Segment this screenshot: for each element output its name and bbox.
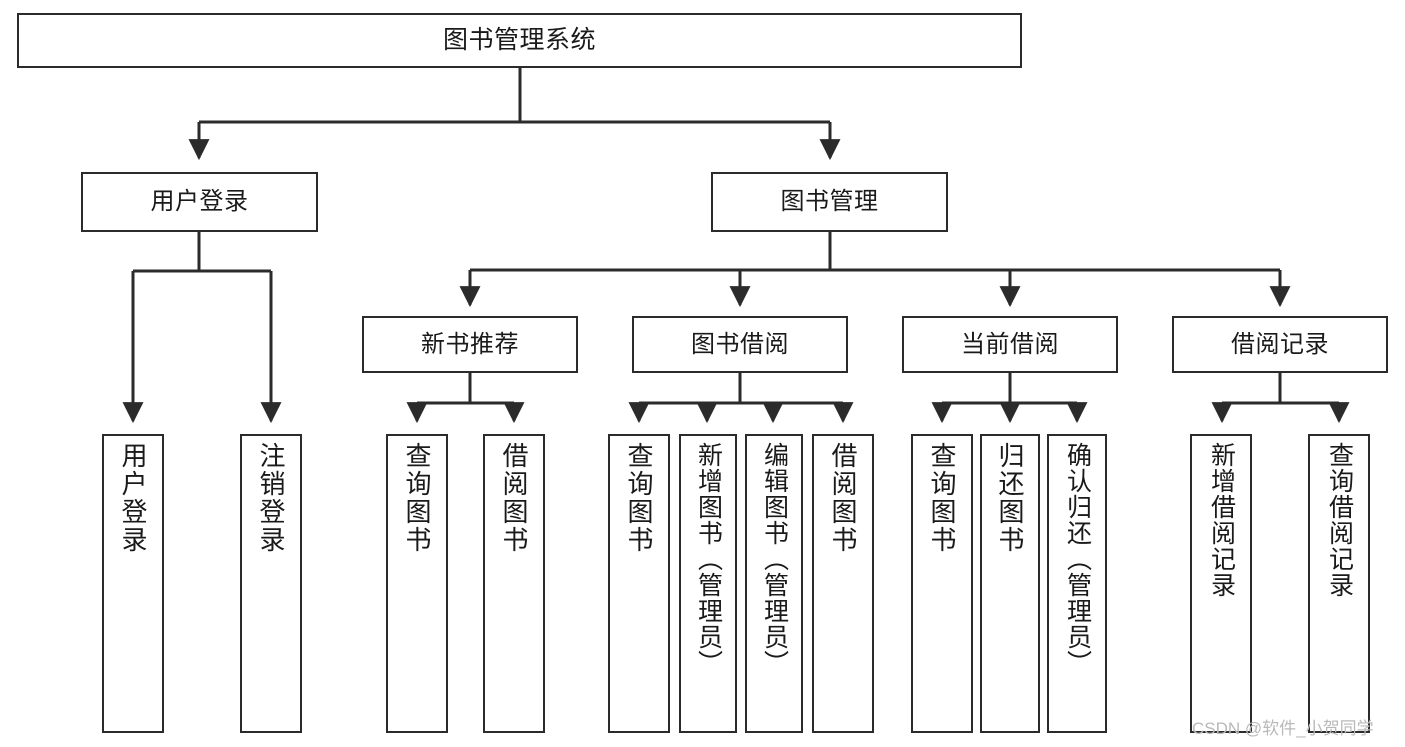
- node-label: 借阅记录: [1231, 330, 1329, 358]
- leaf-new-books-query[interactable]: 查询图书: [386, 434, 448, 733]
- leaf-borrow-borrow-book[interactable]: 借阅图书: [812, 434, 874, 733]
- node-book-management[interactable]: 图书管理: [711, 172, 948, 232]
- node-label: 借阅图书: [499, 442, 529, 554]
- node-current-borrowing[interactable]: 当前借阅: [902, 316, 1118, 373]
- leaf-new-books-borrow[interactable]: 借阅图书: [483, 434, 545, 733]
- node-label: 查询图书: [927, 442, 957, 554]
- node-label: 用户登录: [118, 442, 148, 554]
- node-label: 查询图书: [402, 442, 432, 554]
- leaf-records-query-record[interactable]: 查询借阅记录: [1308, 434, 1370, 733]
- node-label: 新增借阅记录: [1207, 442, 1236, 598]
- leaf-user-login-logout[interactable]: 注销登录: [240, 434, 302, 733]
- leaf-borrow-edit-book-admin[interactable]: 编辑图书（管理员）: [745, 434, 803, 733]
- node-label: 查询借阅记录: [1325, 442, 1354, 598]
- csdn-watermark: CSDN @软件_小贺同学: [1192, 719, 1374, 738]
- node-label: 借阅图书: [828, 442, 858, 554]
- leaf-current-confirm-return-admin[interactable]: 确认归还（管理员）: [1047, 434, 1107, 733]
- node-label: 编辑图书（管理员）: [760, 442, 789, 676]
- node-label: 新增图书（管理员）: [694, 442, 723, 676]
- node-user-login[interactable]: 用户登录: [81, 172, 318, 232]
- leaf-user-login-login[interactable]: 用户登录: [102, 434, 164, 733]
- node-label: 用户登录: [150, 188, 249, 216]
- node-label: 归还图书: [995, 442, 1025, 554]
- leaf-current-query-book[interactable]: 查询图书: [911, 434, 973, 733]
- node-label: 图书管理: [780, 188, 879, 216]
- node-label: 注销登录: [256, 442, 286, 554]
- node-new-book-recommendation[interactable]: 新书推荐: [362, 316, 578, 373]
- leaf-borrow-query-book[interactable]: 查询图书: [608, 434, 670, 733]
- node-label: 图书借阅: [691, 330, 789, 358]
- node-borrow-records[interactable]: 借阅记录: [1172, 316, 1388, 373]
- leaf-records-add-record[interactable]: 新增借阅记录: [1190, 434, 1252, 733]
- node-root-system[interactable]: 图书管理系统: [17, 13, 1022, 68]
- node-label: 图书管理系统: [442, 26, 596, 55]
- leaf-borrow-add-book-admin[interactable]: 新增图书（管理员）: [679, 434, 737, 733]
- node-label: 当前借阅: [961, 330, 1059, 358]
- node-label: 确认归还（管理员）: [1063, 442, 1092, 676]
- node-book-borrowing[interactable]: 图书借阅: [632, 316, 848, 373]
- node-label: 查询图书: [624, 442, 654, 554]
- leaf-current-return-book[interactable]: 归还图书: [980, 434, 1040, 733]
- node-label: 新书推荐: [421, 330, 519, 358]
